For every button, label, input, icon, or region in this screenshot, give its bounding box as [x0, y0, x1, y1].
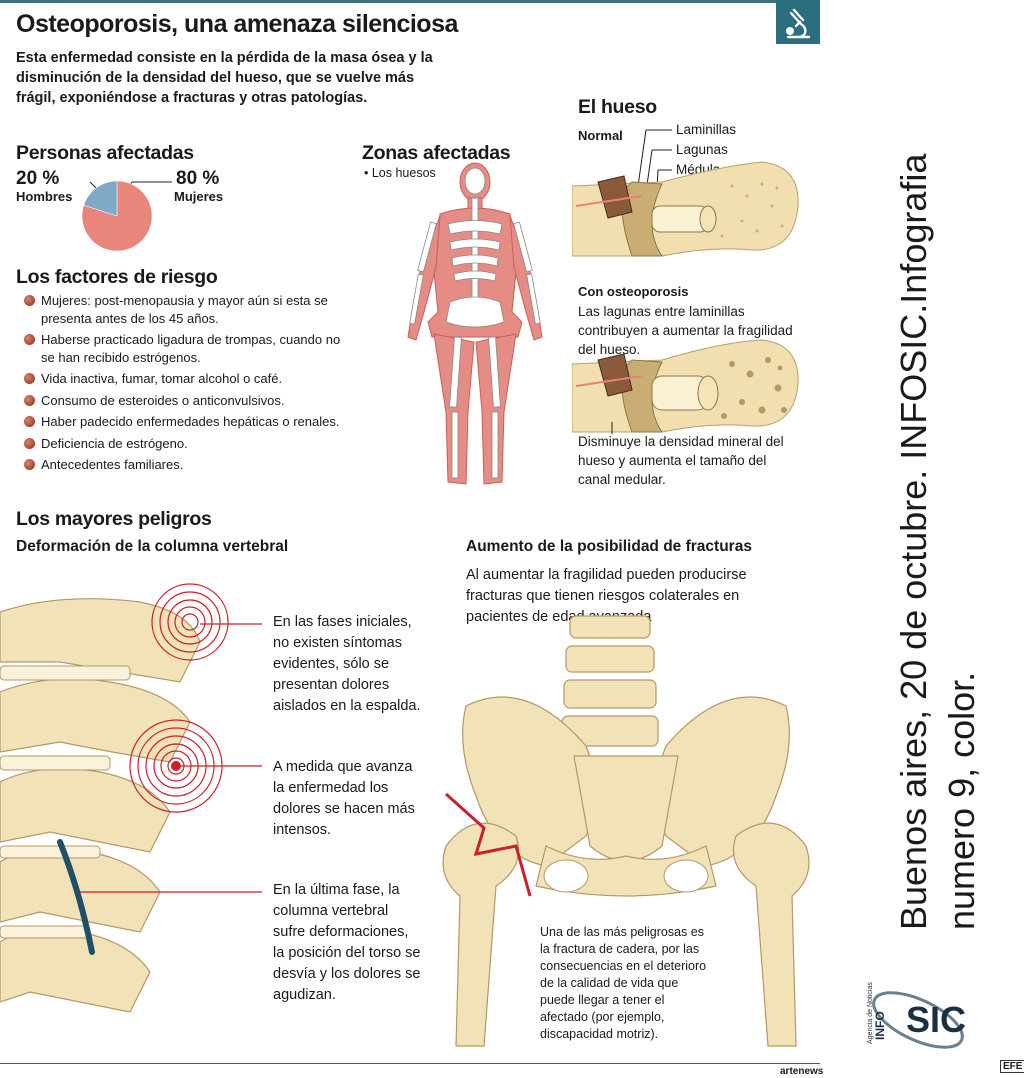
spine-illustration [0, 583, 262, 1013]
risk-list: Mujeres: post-menopausia y mayor aún si … [24, 292, 344, 478]
dangers-heading: Los mayores peligros [16, 508, 212, 530]
body-skeleton-illustration [407, 162, 543, 485]
osteo-heading: Con osteoporosis [578, 284, 689, 299]
risk-item: Deficiencia de estrógeno. [24, 435, 344, 453]
risk-item: Haberse practicado ligadura de trompas, … [24, 331, 344, 366]
logo-info-text: INFO [873, 1011, 887, 1040]
fracture-text: Al aumentar la fragilidad pueden produci… [466, 567, 747, 625]
microscope-icon [776, 0, 820, 44]
logo-agency-text: Agencia de Noticias [867, 982, 874, 1044]
normal-bone-illustration [572, 129, 799, 257]
artenews-credit: artenews [780, 1066, 824, 1077]
men-label: Hombres [16, 189, 73, 204]
phase2-text: A medida que avanza la enfermedad los do… [273, 759, 415, 838]
risk-item: Consumo de esteroides o anticonvulsivos. [24, 392, 344, 410]
hip-fracture-text: Una de las más peligrosas es la fractura… [540, 925, 707, 1041]
bottom-rule [0, 1063, 820, 1064]
gender-pie-chart [81, 180, 172, 252]
bone-normal-label: Normal [578, 128, 623, 143]
bullet-icon [24, 459, 35, 470]
phase3-text: En la última fase, la columna vertebral … [273, 882, 421, 1003]
bullet-icon [24, 416, 35, 427]
pelvis-illustration [442, 615, 810, 1047]
efe-credit: EFE [1000, 1060, 1024, 1073]
zones-heading: Zonas afectadas [362, 142, 511, 164]
women-percent: 80 % [176, 168, 220, 189]
affected-heading: Personas afectadas [16, 142, 194, 164]
pie-slice-men [83, 180, 118, 217]
fracture-heading: Aumento de la posibilidad de fracturas [466, 538, 752, 555]
spine-heading: Deformación de la columna vertebral [16, 538, 289, 555]
osteoporosis-bone-illustration [572, 339, 799, 434]
bullet-icon [24, 394, 35, 406]
risk-heading: Los factores de riesgo [16, 266, 218, 288]
page-title: Osteoporosis, una amenaza silenciosa [16, 10, 458, 38]
laminillas-label: Laminillas [676, 122, 737, 137]
pie-slice-women [81, 180, 153, 252]
density-text: Disminuye la densidad mineral del hueso … [578, 434, 784, 487]
women-label: Mujeres [174, 189, 224, 204]
bullet-icon [24, 437, 35, 449]
infosic-logo: SIC INFO Agencia de Noticias [867, 982, 966, 1049]
top-rule [0, 0, 780, 3]
intro-text: Esta enfermedad consiste en la pérdida d… [16, 50, 433, 106]
bullet-icon [24, 334, 35, 345]
bone-heading: El hueso [578, 96, 657, 118]
risk-item: Mujeres: post-menopausia y mayor aún si … [24, 292, 344, 327]
risk-item: Haber padecido enfermedades hepáticas o … [24, 413, 344, 431]
men-percent: 20 % [16, 168, 60, 189]
osteo-text: Las lagunas entre laminillas contribuyen… [578, 304, 793, 357]
risk-item: Antecedentes familiares. [24, 456, 344, 474]
bullet-icon [24, 373, 35, 384]
side-caption: Buenos aires, 20 de octubre. INFOSIC.Inf… [885, 60, 1005, 950]
logo-sic-text: SIC [906, 999, 966, 1040]
side-caption-text: Buenos aires, 20 de octubre. INFOSIC.Inf… [893, 153, 982, 930]
bullet-icon [24, 295, 35, 306]
risk-item: Vida inactiva, fumar, tomar alcohol o ca… [24, 370, 344, 388]
lagunas-label: Lagunas [676, 142, 728, 157]
zones-item: • Los huesos [364, 166, 436, 180]
phase1-text: En las fases iniciales, no existen sínto… [273, 614, 421, 714]
